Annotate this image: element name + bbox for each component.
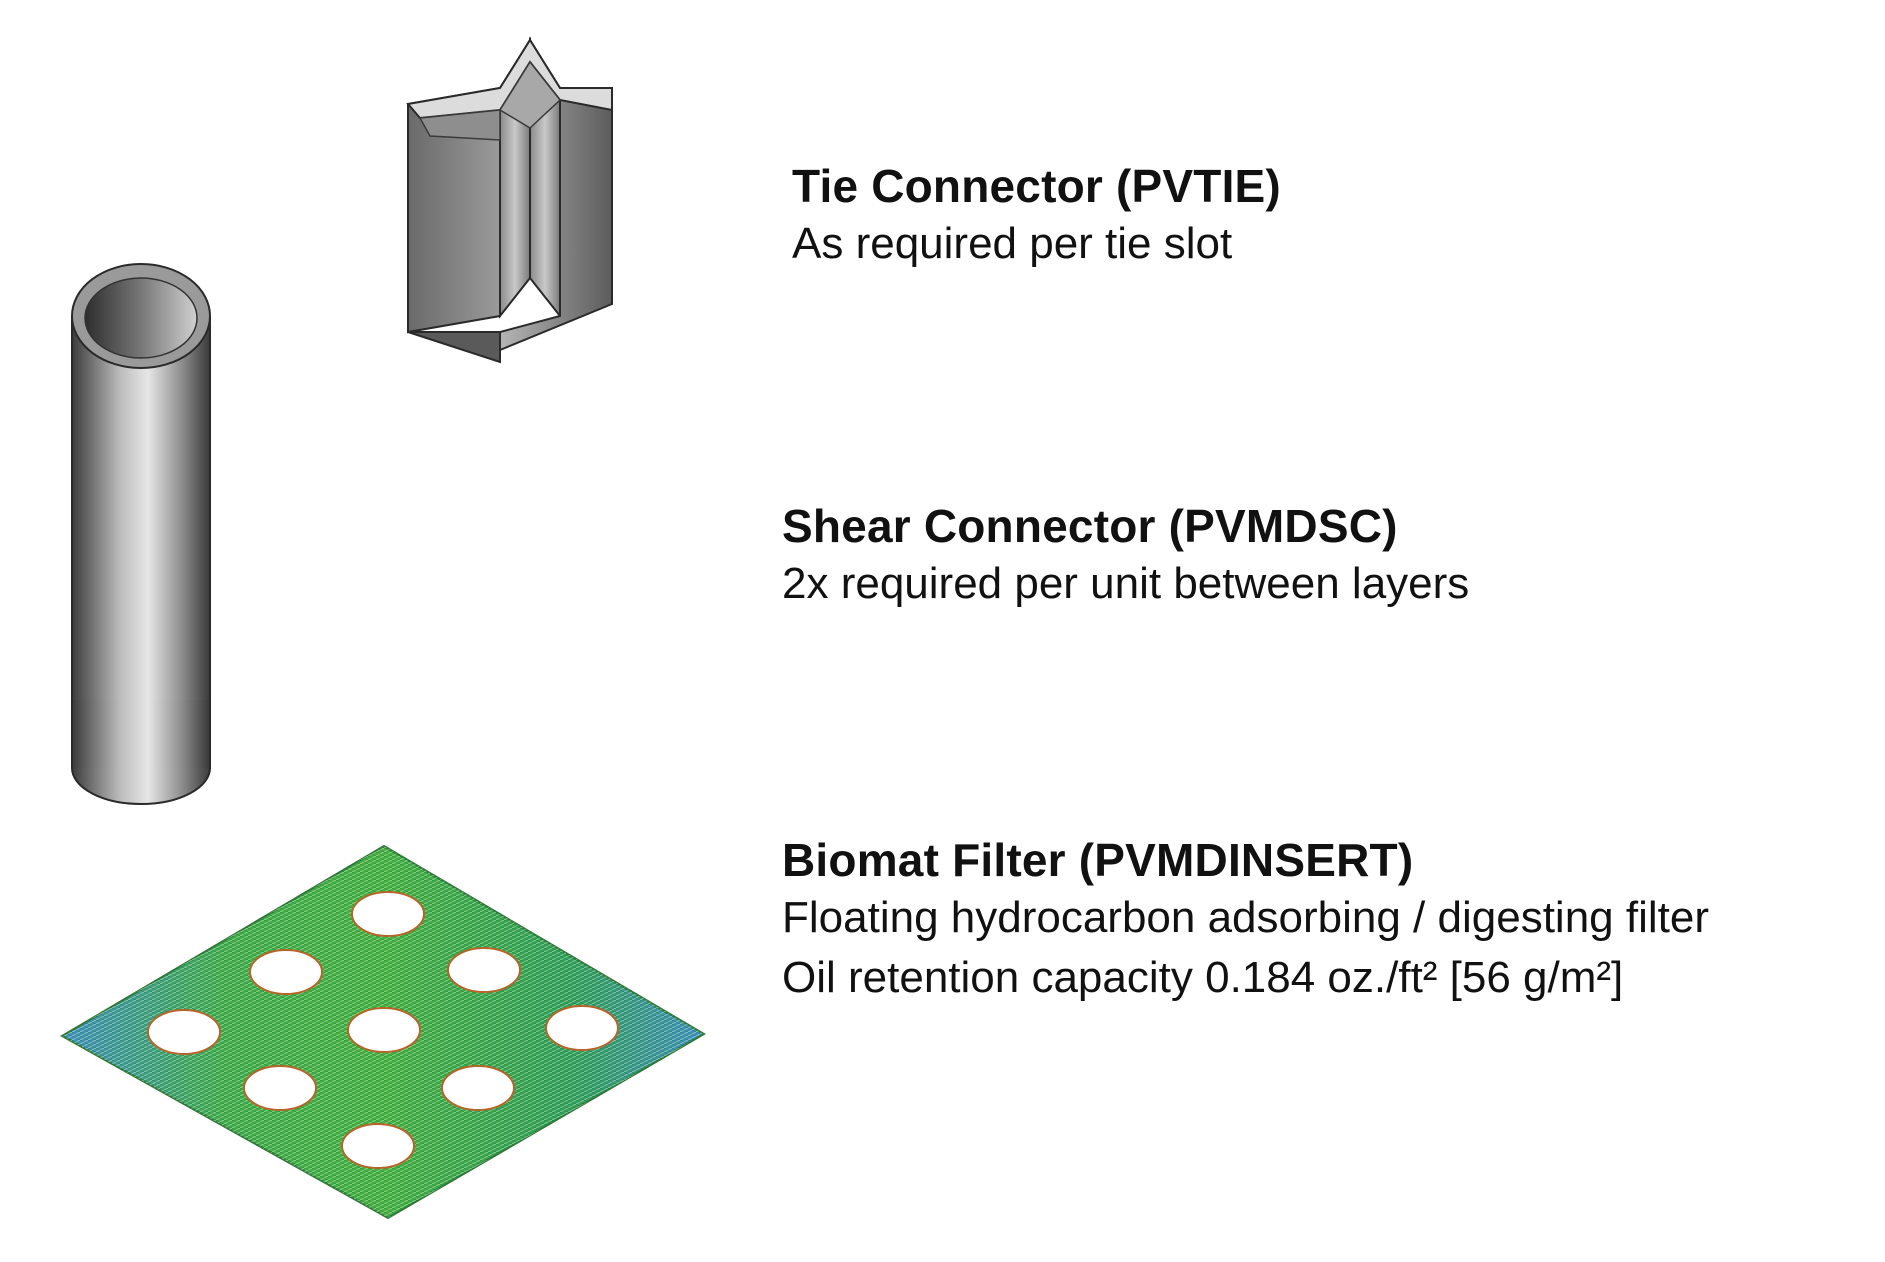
biomat-filter-capacity: Oil retention capacity 0.184 oz./ft² [56… — [782, 953, 1624, 1002]
biomat-filter-label: Biomat Filter (PVMDINSERT) Floating hydr… — [782, 832, 1709, 1008]
tie-connector-label: Tie Connector (PVTIE) As required per ti… — [792, 158, 1281, 274]
tie-connector-title: Tie Connector (PVTIE) — [792, 160, 1281, 212]
shear-connector-label: Shear Connector (PVMDSC) 2x required per… — [782, 498, 1469, 614]
biomat-filter-title: Biomat Filter (PVMDINSERT) — [782, 834, 1414, 886]
biomat-filter-mat-icon — [59, 844, 706, 1220]
tie-connector-icon — [406, 36, 613, 364]
tie-connector-description: As required per tie slot — [792, 219, 1233, 268]
shear-connector-title: Shear Connector (PVMDSC) — [782, 500, 1398, 552]
shear-connector-tube-icon — [71, 263, 211, 805]
shear-connector-description: 2x required per unit between layers — [782, 559, 1470, 608]
biomat-filter-description: Floating hydrocarbon adsorbing / digesti… — [782, 893, 1709, 942]
